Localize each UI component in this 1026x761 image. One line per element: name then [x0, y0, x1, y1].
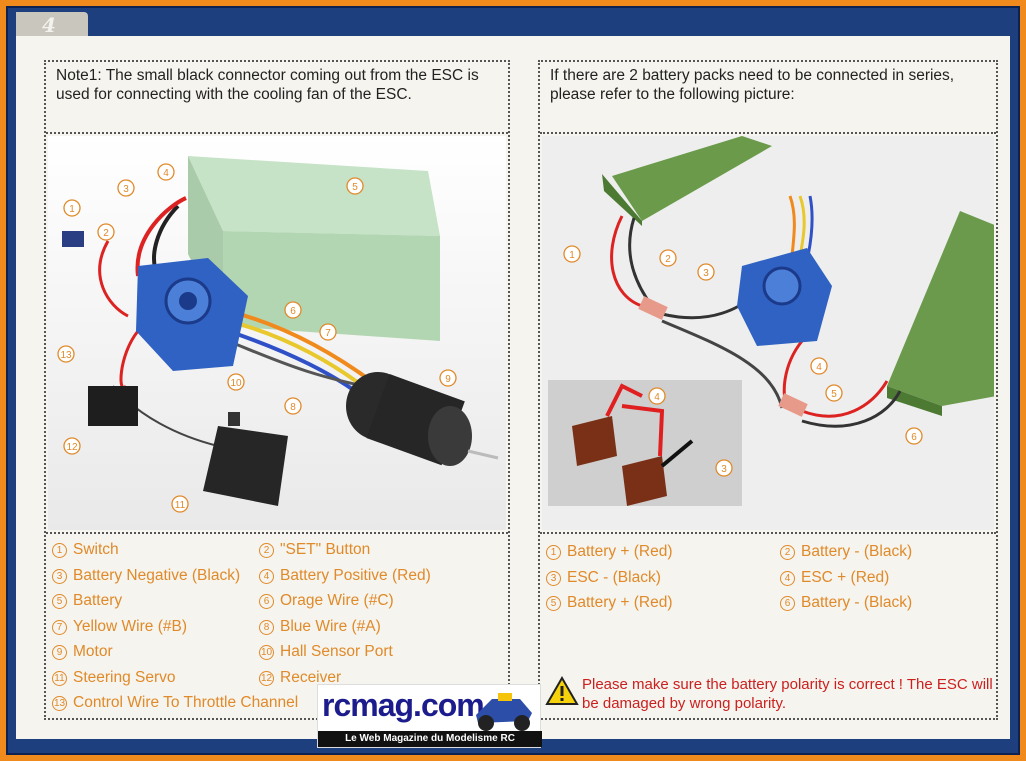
svg-text:3: 3	[703, 268, 709, 279]
svg-text:11: 11	[175, 500, 186, 511]
battery-pack-icon	[188, 156, 440, 341]
right-divider-top	[540, 132, 996, 134]
logo-tagline: Le Web Magazine du Modelisme RC	[318, 731, 542, 747]
svg-text:12: 12	[66, 442, 78, 453]
legend-item: 2"SET" Button	[259, 537, 370, 563]
page-number-tab: 4	[16, 12, 88, 38]
left-panel	[44, 60, 510, 720]
svg-text:2: 2	[665, 254, 671, 265]
left-note: Note1: The small black connector coming …	[56, 67, 479, 103]
rc-car-icon	[476, 693, 532, 731]
svg-text:1: 1	[69, 204, 75, 215]
svg-text:13: 13	[60, 350, 72, 361]
svg-text:2: 2	[103, 228, 109, 239]
svg-text:4: 4	[654, 392, 660, 403]
svg-text:6: 6	[911, 432, 917, 443]
svg-text:1: 1	[569, 250, 575, 261]
right-note: If there are 2 battery packs need to be …	[550, 67, 955, 103]
esc-unit-icon	[136, 258, 248, 371]
battery-pack-icon	[887, 211, 994, 416]
right-panel	[538, 60, 998, 720]
svg-text:10: 10	[230, 378, 242, 389]
servo-icon	[203, 412, 288, 506]
left-divider-top	[46, 132, 508, 134]
left-divider-bottom	[46, 532, 508, 534]
svg-text:4: 4	[163, 168, 169, 179]
switch-icon	[62, 231, 84, 247]
logo-wordmark: rcmag.com	[322, 687, 485, 723]
battery-pack-icon	[612, 136, 772, 221]
series-battery-diagram: 1 2 3 4 5 6 4 3	[542, 136, 994, 530]
esc-unit-icon	[737, 248, 832, 346]
svg-text:3: 3	[123, 184, 129, 195]
polarity-warning: Please make sure the battery polarity is…	[582, 676, 993, 712]
svg-text:3: 3	[721, 464, 727, 475]
svg-text:6: 6	[290, 306, 296, 317]
right-divider-bottom	[540, 532, 996, 534]
receiver-icon	[88, 386, 138, 426]
rcmag-logo: rcmag.com Le Web Magazine du Modelisme R…	[317, 684, 542, 748]
svg-text:7: 7	[325, 328, 331, 339]
svg-text:4: 4	[816, 362, 822, 373]
connector-inset-photo	[548, 380, 742, 506]
warning-icon	[545, 676, 579, 705]
motor-icon	[346, 372, 499, 466]
svg-text:5: 5	[831, 389, 837, 400]
svg-text:8: 8	[290, 402, 296, 413]
svg-text:5: 5	[352, 182, 358, 193]
svg-text:9: 9	[445, 374, 451, 385]
